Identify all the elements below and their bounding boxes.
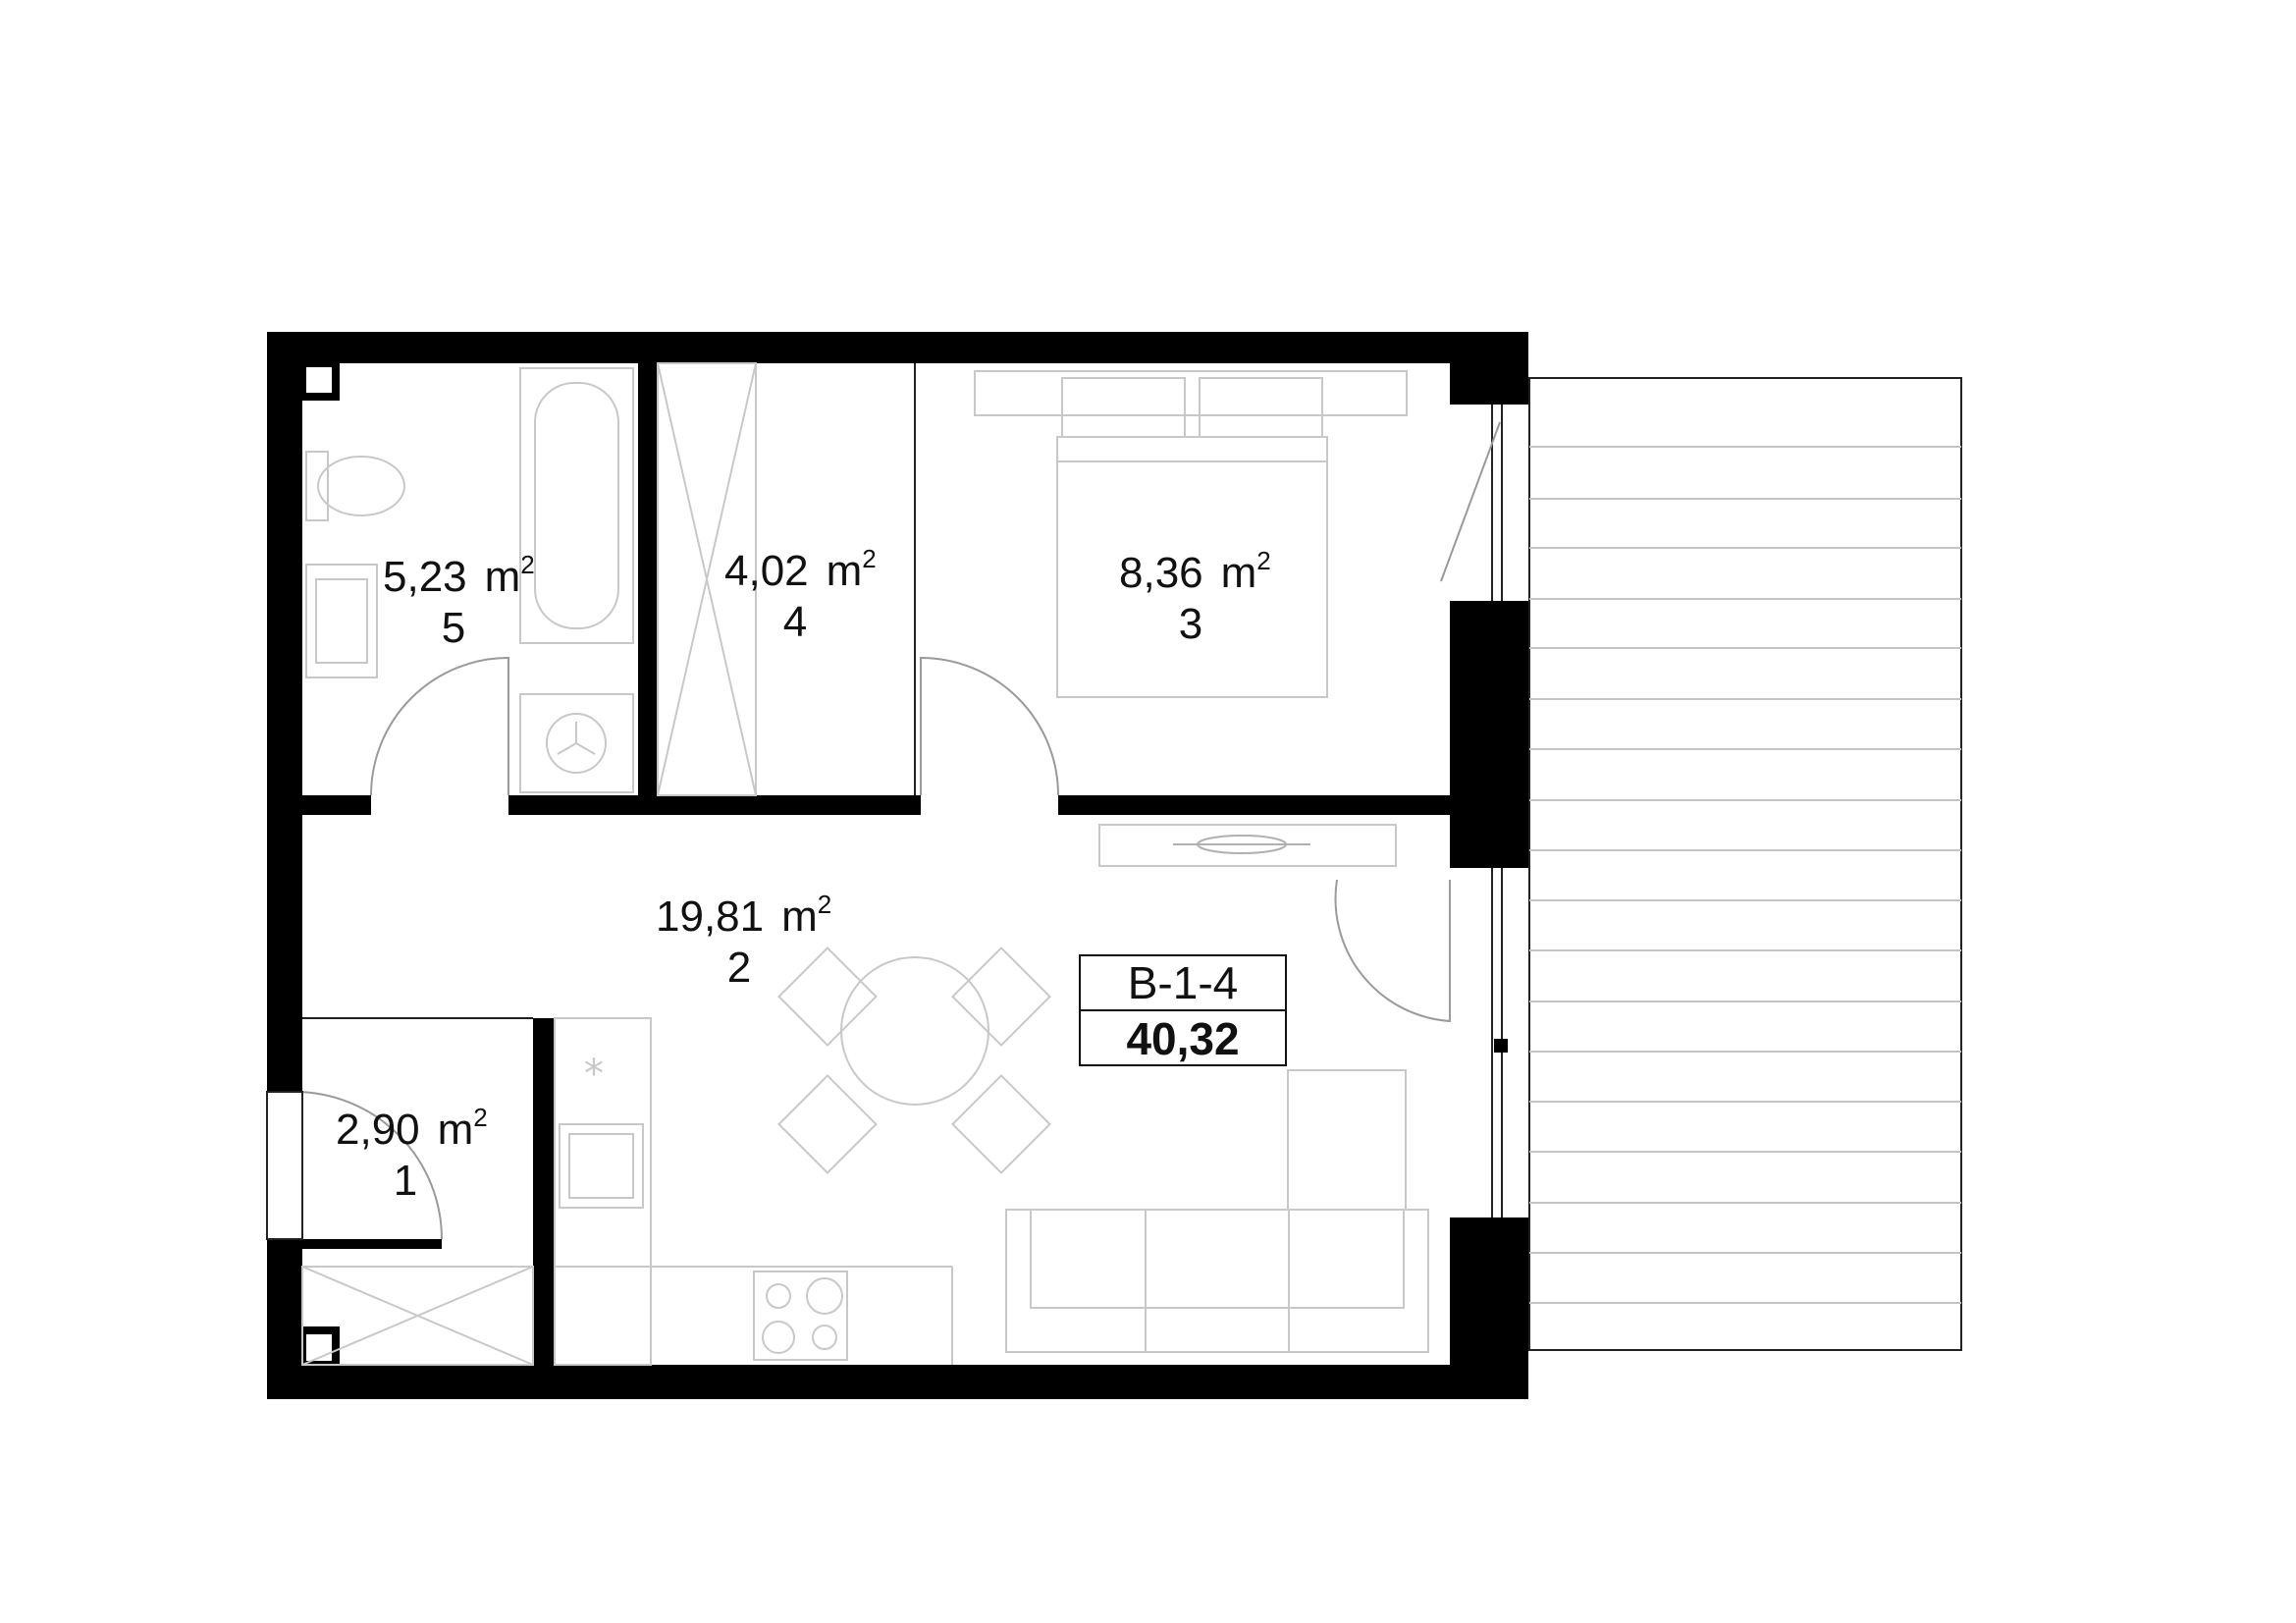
bed-icon [974,370,1408,698]
window-icon [1440,405,1508,1217]
svg-text:3: 3 [1179,600,1202,648]
living-wardrobe [1098,824,1397,867]
sink-icon [305,564,378,678]
unit-total-area: 40,32 [1126,1013,1239,1064]
washing-machine-icon [519,693,634,793]
sofa-icon [1005,1069,1429,1353]
door-swing-icon [266,656,1451,1240]
terrace-deck-icon [1528,377,1962,1351]
hob-icon [753,1271,848,1361]
svg-text:2: 2 [727,944,751,992]
unit-stamp: B-1-4 40,32 [1079,954,1287,1066]
dining-table-icon [777,947,1051,1174]
walls [267,332,1528,1399]
room-number: 5 [442,604,465,652]
toilet-icon [305,451,405,521]
kitchen-sink-icon [559,1123,644,1209]
svg-text:4: 4 [783,598,807,646]
unit-code: B-1-4 [1128,957,1238,1008]
storage-wardrobe [657,362,916,796]
room-area: 5,23 [383,553,467,601]
svg-text:*: * [584,1052,604,1097]
bathtub-icon [519,367,634,644]
hall-wardrobe [301,1017,534,1366]
kitchen-counter: * [554,1017,953,1366]
svg-text:1: 1 [394,1157,417,1205]
